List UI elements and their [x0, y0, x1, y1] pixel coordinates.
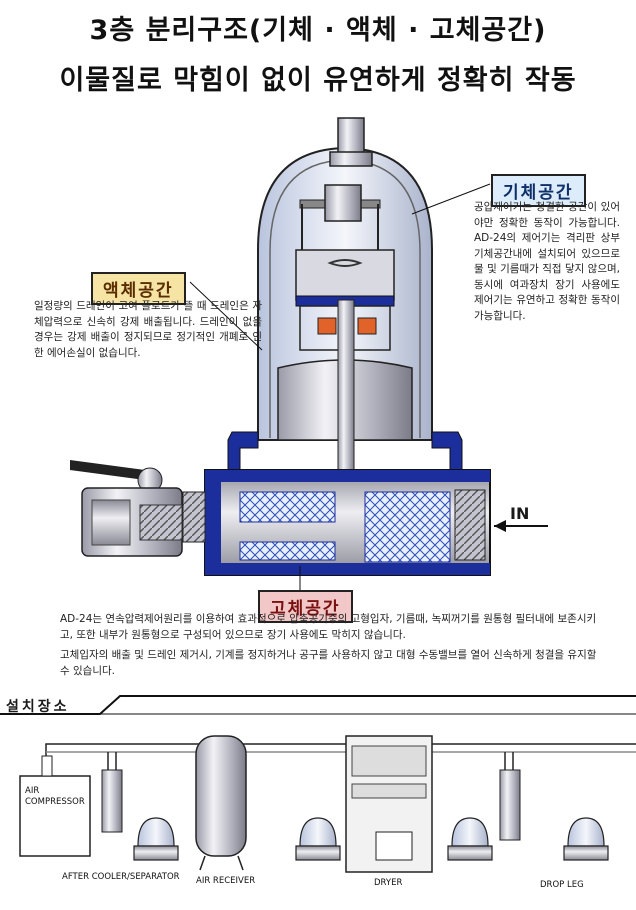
caption-air-receiver: AIR RECEIVER [196, 876, 256, 886]
filter-mesh-right [364, 491, 451, 563]
caption-dryer: DRYER [374, 878, 403, 888]
gas-space-description: 공압제어기는 청결한 공간이 있어야만 정확한 동작이 가능합니다. AD-24… [474, 201, 620, 322]
inlet-arrow [494, 520, 506, 532]
air-compressor-label-line-2: COMPRESSOR [25, 797, 85, 807]
bottom-description: AD-24는 연속압력제어원리를 이용하여 효과적으로 압축공기중의 고형입자,… [60, 612, 600, 684]
title-line-2: 이물질로 막힘이 없이 유연하게 정확히 작동 [59, 65, 577, 96]
inlet-label: IN [510, 504, 530, 523]
caption-drop-leg: DROP LEG [540, 880, 584, 890]
mini-trap-dryer [447, 817, 493, 861]
liquid-space-description: 일정량의 드레인이 고여 플로트가 뜰 때 드레인은 자체압력으로 신속히 강제… [34, 300, 262, 359]
after-cooler [101, 769, 123, 833]
bottom-paragraph-1: AD-24는 연속압력제어원리를 이용하여 효과적으로 압축공기중의 고형입자,… [60, 613, 597, 641]
orange-seal-left [317, 317, 337, 335]
gas-space-label: 기체공간 [491, 174, 586, 207]
caption-after-cooler: AFTER COOLER/SEPARATOR [62, 872, 180, 882]
valve-handle [70, 460, 160, 482]
air-receiver-tank [195, 735, 247, 857]
bottom-paragraph-2: 고체입자의 배출 및 드레인 제거시, 기계를 정지하거나 공구를 사용하지 않… [60, 649, 597, 677]
filter-mesh-left [239, 491, 336, 523]
mini-trap-drop-leg [563, 817, 609, 861]
solid-space-label: 고체공간 [258, 590, 353, 623]
install-header-rule [0, 695, 636, 715]
air-compressor-box [19, 775, 91, 857]
mini-trap-air-receiver [295, 817, 341, 861]
mini-trap-after-cooler [133, 817, 179, 861]
title-line-1: 3층 분리구조(기체 · 액체 · 고체공간) [89, 15, 547, 46]
air-compressor-label-line-1: AIR [25, 786, 40, 796]
orange-seal-right [357, 317, 377, 335]
drop-leg [499, 769, 521, 841]
install-heading: 설치장소 [6, 699, 70, 715]
liquid-space-label: 액체공간 [91, 272, 186, 305]
